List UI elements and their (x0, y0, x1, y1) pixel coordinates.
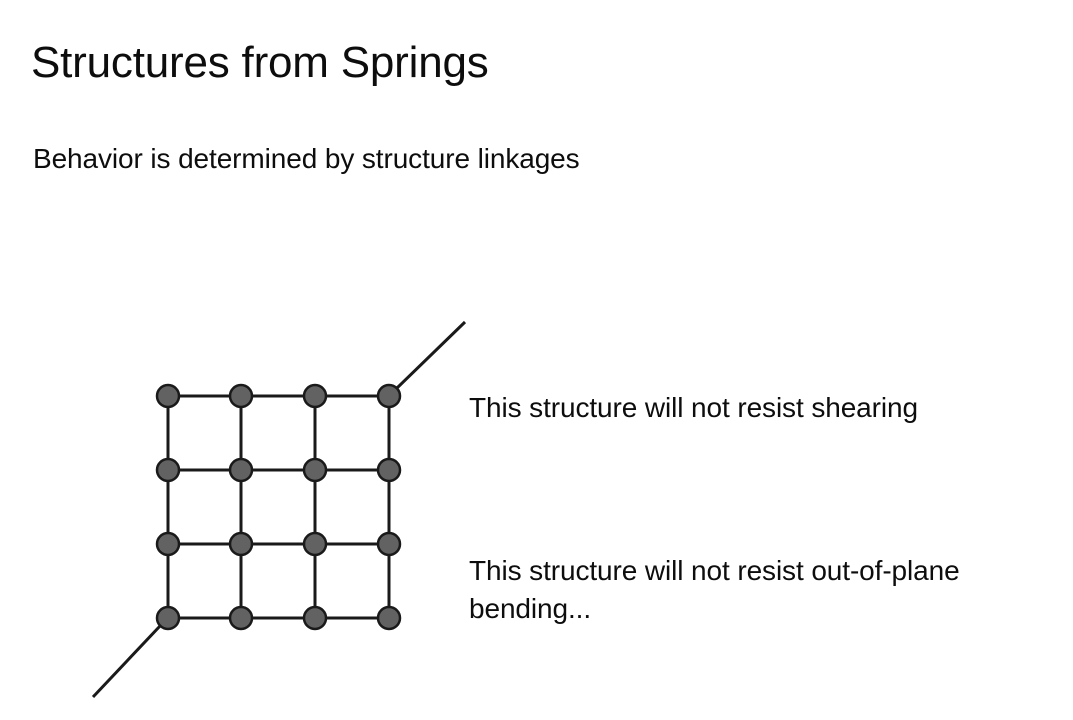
lattice-nodes (155, 383, 402, 631)
lattice-node (228, 531, 254, 557)
lattice-node (155, 531, 181, 557)
lattice-node (155, 457, 181, 483)
annotation-bending-line-2: bending... (469, 593, 591, 624)
top-right-shear-diagonal-line (395, 320, 467, 390)
spring-lattice-diagram (60, 300, 510, 720)
annotation-shearing: This structure will not resist shearing (469, 392, 918, 423)
lattice-node (376, 383, 402, 409)
lattice-node (302, 605, 328, 631)
lead-statement: Behavior is determined by structure link… (33, 143, 580, 174)
annotation-bending: This structure will not resist out-of-pl… (469, 552, 1049, 628)
lattice-node (302, 457, 328, 483)
lattice-node (376, 457, 402, 483)
lattice-node (376, 605, 402, 631)
annotation-bending-line-1: This structure will not resist out-of-pl… (469, 555, 960, 586)
lattice-node (228, 605, 254, 631)
lattice-node (155, 383, 181, 409)
lattice-node (155, 605, 181, 631)
lattice-node (228, 383, 254, 409)
lattice-svg (91, 320, 467, 699)
bottom-left-shear-diagonal-line (91, 624, 162, 699)
lattice-node (302, 383, 328, 409)
lattice-edges (166, 394, 391, 620)
lattice-node (302, 531, 328, 557)
lattice-node (228, 457, 254, 483)
page-title: Structures from Springs (31, 38, 489, 88)
lattice-diagonals (91, 320, 467, 699)
lattice-node (376, 531, 402, 557)
